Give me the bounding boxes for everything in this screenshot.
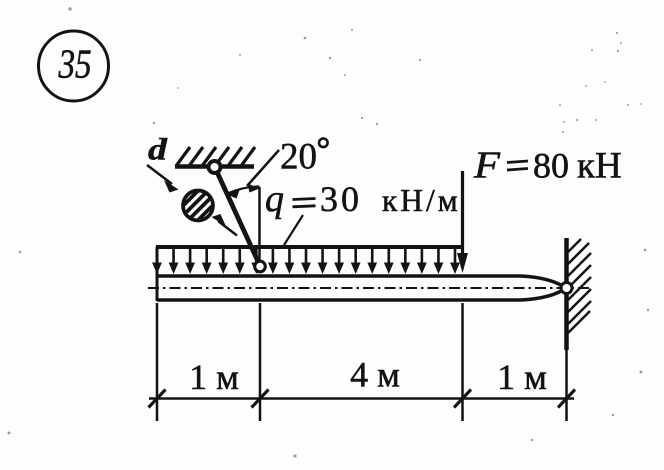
svg-text:1 м: 1 м xyxy=(497,357,547,397)
svg-text:F: F xyxy=(473,144,500,186)
svg-text:20: 20 xyxy=(280,137,317,178)
svg-text:4 м: 4 м xyxy=(350,355,400,395)
svg-text:35: 35 xyxy=(58,42,92,87)
svg-text:1 м: 1 м xyxy=(189,357,239,397)
svg-text:d: d xyxy=(148,133,168,167)
